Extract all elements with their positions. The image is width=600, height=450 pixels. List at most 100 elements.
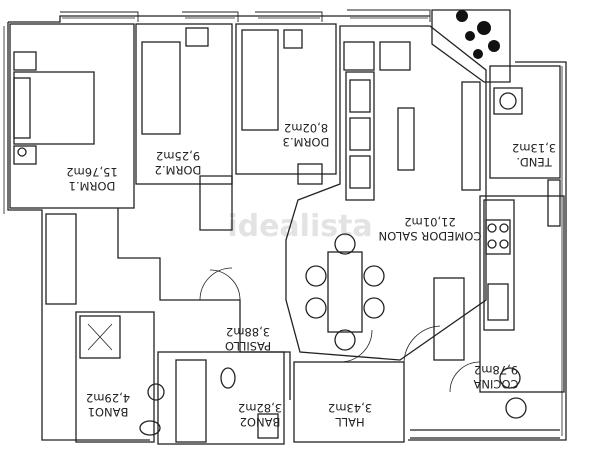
label-hall: HALL 3,43m2 [328, 401, 372, 429]
dorm1-bed-pillow [13, 77, 31, 139]
kitchen-counter [483, 199, 515, 331]
bano1-room [75, 311, 155, 443]
room-name: HALL [335, 415, 365, 429]
shower-drain [87, 323, 113, 351]
room-area: 3,43m2 [328, 401, 372, 415]
room-area: 9,25m2 [156, 149, 200, 163]
dorm1-lamp [17, 147, 27, 157]
tend-washer [493, 87, 523, 115]
room-area: 3,13m2 [512, 141, 556, 155]
label-bano2: BANO2 3,82m2 [238, 401, 282, 429]
dorm1-room [9, 23, 135, 209]
room-area: 9,78m2 [474, 363, 518, 377]
label-pasillo: PASILLO 3,88m2 [225, 325, 271, 353]
dining-chair [334, 233, 356, 255]
room-area: 3,88m2 [226, 325, 270, 339]
dorm1-nightstand [13, 51, 37, 71]
dining-chair [334, 329, 356, 351]
kitchen-table [433, 277, 465, 361]
dorm2-step-wall [117, 208, 200, 301]
room-area: 21,01m2 [404, 215, 455, 229]
dining-chair [363, 265, 385, 287]
room-name: TEND. [516, 155, 552, 169]
dorm2-room [135, 23, 233, 185]
label-cocina: COCINA 9,78m2 [473, 363, 518, 391]
dorm3-nightstand [283, 29, 303, 49]
hob-burner [499, 239, 509, 249]
bano2-sink [257, 413, 279, 439]
room-name: BANO1 [88, 405, 129, 419]
hob-burner [487, 239, 497, 249]
label-dorm3: DORM.3 8,02m2 [283, 121, 330, 149]
dorm3-room [235, 23, 337, 175]
dorm2-desk [185, 27, 209, 47]
entrance-frame [410, 429, 560, 439]
window-frames [60, 9, 431, 22]
door-swing [209, 269, 241, 301]
dining-table [327, 251, 363, 333]
room-name: DORM.2 [155, 163, 202, 177]
exterior-wall-top [8, 15, 430, 23]
room-name: PASILLO [225, 339, 271, 353]
room-name: DORM.3 [283, 135, 330, 149]
bano1-toilet [139, 420, 161, 436]
dorm2-wardrobe [199, 175, 233, 231]
salon-armchair-2 [379, 41, 411, 71]
exterior-wall-right [408, 61, 567, 441]
exterior-wall-double [3, 26, 563, 436]
dorm1-wardrobe [45, 213, 77, 305]
room-name: COMEDOR SALON [379, 229, 482, 243]
tend-washer-drum [499, 92, 517, 110]
salon-sofa-seat-2 [349, 117, 371, 151]
dining-chair [363, 297, 385, 319]
salon-armchair-1 [343, 41, 375, 71]
label-tend: TEND. 3,13m2 [512, 141, 556, 169]
planter-box [431, 9, 511, 83]
dorm3-bed [241, 29, 279, 131]
dorm1-bed [13, 71, 95, 145]
dorm1-nightstand-2 [13, 145, 37, 165]
door-swing [199, 267, 233, 301]
salon-coffee-table [397, 107, 415, 171]
bano1-sink [147, 383, 165, 401]
door-swing [449, 361, 481, 393]
kitchen-stool [505, 397, 527, 419]
room-area: 3,82m2 [238, 401, 282, 415]
room-area: 4,29m2 [86, 391, 130, 405]
kitchen-hob [485, 219, 511, 255]
salon-sofa-seat-3 [349, 155, 371, 189]
dorm3-chair [297, 163, 323, 185]
hob-burner [487, 223, 497, 233]
bano2-bathtub [175, 359, 207, 443]
salon-sofa-seat-1 [349, 79, 371, 113]
kitchen-stool [499, 367, 521, 389]
hall-area [293, 361, 405, 443]
hob-burner [499, 223, 509, 233]
salon-sofa [345, 71, 375, 201]
bano1-shower [79, 315, 121, 359]
dining-chair [305, 297, 327, 319]
tend-counter [547, 179, 561, 227]
tend-room [489, 65, 561, 179]
door-swing [403, 325, 441, 363]
room-area: 8,02m2 [284, 121, 328, 135]
room-name: COCINA [473, 377, 518, 391]
bano2-room [157, 351, 285, 445]
kitchen-sink [487, 283, 509, 321]
exterior-wall-left [7, 22, 150, 441]
room-area: 15,76m2 [66, 165, 117, 179]
cocina-room [479, 195, 565, 393]
label-salon: COMEDOR SALON 21,01m2 [379, 215, 482, 243]
planter-plants [456, 10, 500, 59]
watermark-logo: idealista [227, 209, 372, 244]
label-dorm2: DORM.2 9,25m2 [155, 149, 202, 177]
label-dorm1: DORM.1 15,76m2 [66, 165, 117, 193]
dorm2-bed [141, 41, 181, 135]
bano2-toilet [220, 367, 236, 389]
room-name: BANO2 [240, 415, 281, 429]
salon-tv-unit [461, 81, 481, 191]
dining-chair [305, 265, 327, 287]
salon-room [285, 25, 487, 361]
door-swing [339, 329, 373, 363]
